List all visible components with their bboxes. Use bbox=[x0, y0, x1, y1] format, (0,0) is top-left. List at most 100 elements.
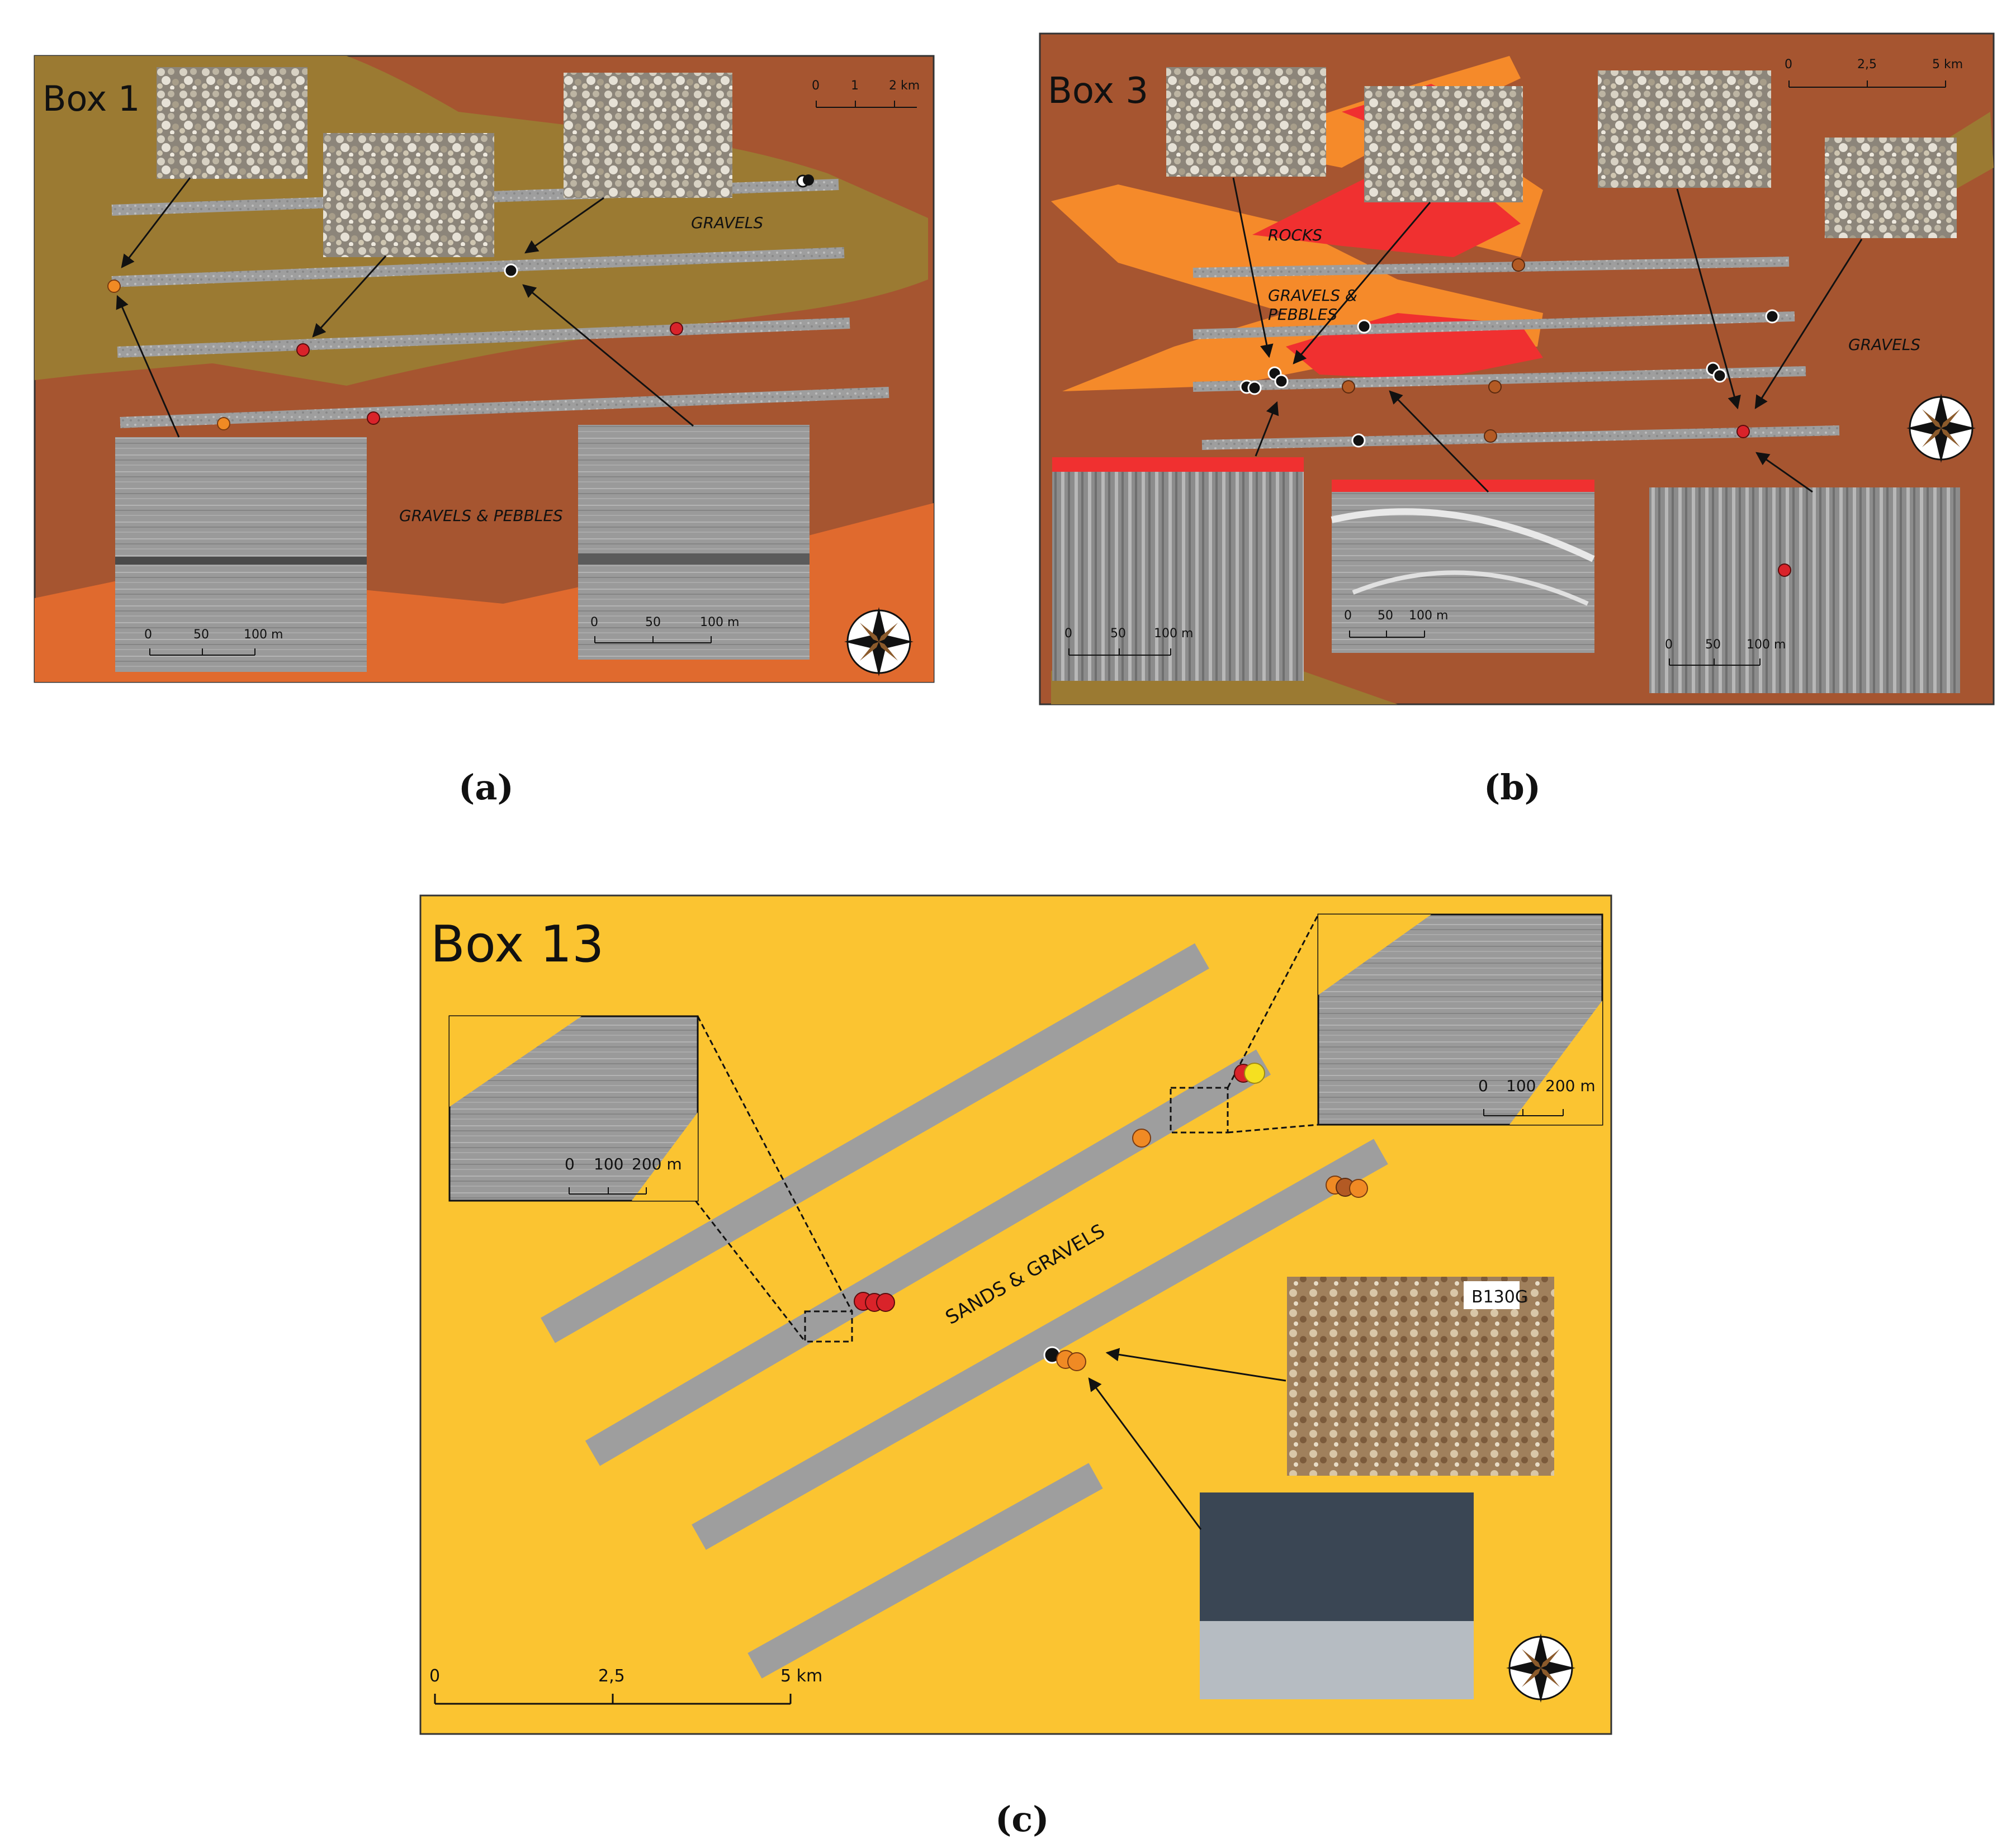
seabed-photo bbox=[1598, 70, 1771, 188]
sample-marker bbox=[1512, 258, 1525, 272]
scale-tick: 0 bbox=[1344, 609, 1352, 623]
inset-background bbox=[1318, 914, 1431, 995]
survey-track bbox=[120, 387, 889, 428]
sample-marker bbox=[1712, 368, 1727, 383]
panel-c: B130G Box 13 SANDS & GRAVELS 0 100 200 m… bbox=[419, 894, 1612, 1735]
scale-tick: 0 bbox=[144, 628, 152, 642]
seabed-label-gravels: GRAVELS bbox=[691, 214, 763, 232]
sample-marker bbox=[1351, 433, 1366, 448]
scale-tick: 50 bbox=[645, 615, 661, 629]
arrow-icon bbox=[1088, 1377, 1202, 1530]
inset-background bbox=[449, 1016, 581, 1107]
sample-marker bbox=[1067, 1352, 1086, 1371]
scale-tick: 1 bbox=[851, 79, 859, 93]
survey-track bbox=[1192, 257, 1790, 278]
survey-track bbox=[111, 247, 845, 287]
scale-tick: 100 bbox=[594, 1155, 623, 1173]
sonar-scale-bar: 0 50 100 m bbox=[144, 628, 283, 656]
scale-tick: 100 bbox=[1506, 1077, 1536, 1095]
scale-tick: 0 bbox=[812, 79, 820, 93]
sample-marker bbox=[1778, 563, 1791, 577]
sample-marker bbox=[296, 343, 310, 357]
scale-tick: 0 bbox=[1665, 638, 1673, 652]
detail-connector bbox=[1227, 1124, 1319, 1134]
scale-tick: 50 bbox=[1110, 627, 1126, 641]
sample-marker bbox=[1342, 380, 1355, 394]
scale-tick: 0 bbox=[1478, 1077, 1488, 1095]
scale-tick: 200 m bbox=[632, 1155, 682, 1173]
sample-marker bbox=[803, 174, 814, 186]
sample-tag bbox=[1464, 1281, 1520, 1309]
sample-marker bbox=[107, 279, 121, 293]
scale-tick: 50 bbox=[1705, 638, 1721, 652]
scale-tick: 100 m bbox=[1154, 627, 1193, 641]
inset-background bbox=[1509, 1001, 1602, 1125]
arrow-icon bbox=[121, 177, 191, 268]
survey-track bbox=[1192, 311, 1795, 339]
caption-c: (c) bbox=[995, 1799, 1049, 1840]
seabed-label-gravels-pebbles: PEBBLES bbox=[1268, 305, 1337, 324]
scale-tick: 200 m bbox=[1545, 1077, 1596, 1095]
arrow-icon bbox=[1755, 452, 1813, 493]
detail-box bbox=[804, 1310, 853, 1343]
seabed-label-rocks: ROCKS bbox=[1268, 226, 1322, 244]
arrow-icon bbox=[1389, 390, 1489, 493]
inset-scale-bar: 0 100 200 m bbox=[1478, 1077, 1596, 1116]
sample-tag-text: B130G bbox=[1471, 1287, 1528, 1307]
scale-tick: 5 km bbox=[1932, 58, 1963, 72]
panel-title: Box 1 bbox=[42, 78, 140, 119]
map-scale-bar: 0 2,5 5 km bbox=[429, 1666, 822, 1705]
sample-marker bbox=[1357, 319, 1371, 334]
arrow-icon bbox=[1255, 401, 1279, 457]
seabed-photo bbox=[564, 73, 732, 198]
scale-tick: 0 bbox=[590, 615, 598, 629]
seabed-photo bbox=[157, 67, 307, 179]
scale-tick: 0 bbox=[429, 1666, 440, 1686]
scale-tick: 2 km bbox=[889, 79, 920, 93]
survey-track bbox=[585, 1049, 1271, 1466]
arrow-icon bbox=[312, 255, 387, 338]
sonar-image bbox=[578, 425, 810, 660]
scale-tick: 5 km bbox=[780, 1666, 822, 1686]
panel-b: Box 3 ROCKS GRAVELS & PEBBLES GRAVELS 0 … bbox=[1039, 32, 1995, 705]
sample-marker bbox=[670, 322, 683, 335]
inset-background bbox=[632, 1112, 698, 1201]
sonar-image bbox=[1332, 480, 1594, 653]
seabed-label-gravels: GRAVELS bbox=[1848, 335, 1920, 354]
sample-marker bbox=[1488, 380, 1502, 394]
survey-track bbox=[541, 943, 1209, 1343]
scale-tick: 100 m bbox=[1409, 609, 1448, 623]
sonar-feature bbox=[115, 557, 367, 565]
survey-track bbox=[747, 1463, 1103, 1679]
detail-connector bbox=[694, 1200, 806, 1342]
sonar-image bbox=[115, 437, 367, 672]
sample-marker bbox=[1765, 309, 1780, 324]
sample-marker bbox=[1244, 1063, 1265, 1084]
sonar-feature bbox=[578, 553, 810, 565]
detail-box bbox=[1170, 1087, 1229, 1134]
scale-tick: 2,5 bbox=[598, 1666, 625, 1686]
rocks-strip bbox=[1332, 480, 1594, 492]
sample-marker bbox=[1736, 425, 1750, 438]
survey-track bbox=[117, 318, 850, 358]
inset-scale-bar: 0 100 200 m bbox=[565, 1155, 682, 1195]
arrow-icon bbox=[1754, 239, 1863, 410]
sample-marker bbox=[1349, 1179, 1368, 1198]
seabed-label-gravels-pebbles: GRAVELS & PEBBLES bbox=[399, 506, 563, 525]
scale-tick: 2,5 bbox=[1857, 58, 1877, 72]
rocks-strip bbox=[1052, 457, 1304, 472]
arrow-icon bbox=[1293, 202, 1431, 364]
survey-track bbox=[1192, 366, 1806, 392]
scale-tick: 50 bbox=[193, 628, 209, 642]
map-scale-bar: 0 2,5 5 km bbox=[1785, 58, 1963, 88]
caption-a: (a) bbox=[458, 767, 514, 808]
arrow-icon bbox=[522, 284, 694, 427]
arrow-icon bbox=[524, 197, 604, 254]
scale-tick: 0 bbox=[1785, 58, 1792, 72]
scale-tick: 100 m bbox=[1747, 638, 1786, 652]
arrow-icon bbox=[1105, 1348, 1286, 1382]
scale-tick: 100 m bbox=[700, 615, 739, 629]
seabed-label-gravels-pebbles: GRAVELS & bbox=[1268, 286, 1357, 305]
sonar-scale-bar: 0 50 100 m bbox=[1665, 638, 1786, 666]
